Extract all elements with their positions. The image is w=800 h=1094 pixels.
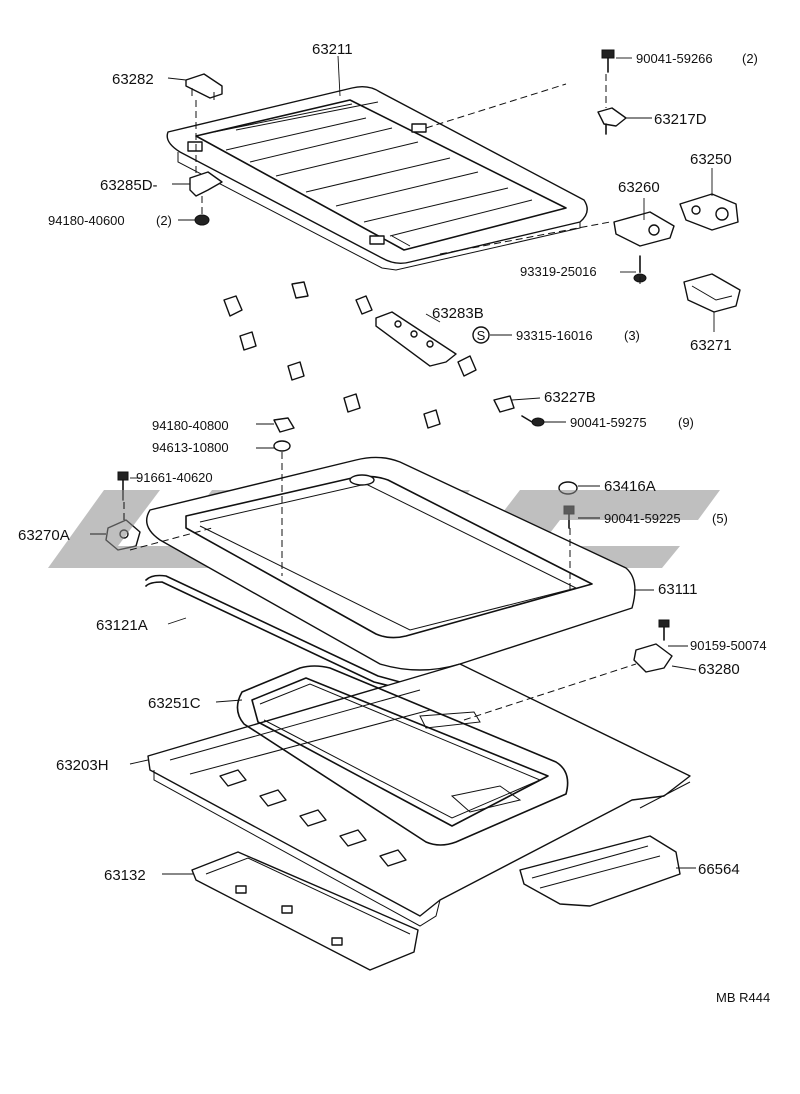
label-90041-59225: 90041-59225: [604, 511, 681, 526]
washer-93315-16016: S: [472, 326, 490, 344]
label-93315-16016: 93315-16016: [516, 328, 593, 343]
label-63227B: 63227B: [544, 389, 596, 406]
label-63285D: 63285D-: [100, 177, 158, 194]
reinforcement-63132: [191, 851, 419, 971]
qty-90041-59225: (5): [712, 511, 728, 526]
label-63270A: 63270A: [18, 527, 70, 544]
part-63282: [185, 73, 223, 100]
label-63283B: 63283B: [432, 305, 484, 322]
assembly-lines: [123, 74, 641, 721]
label-63271: 63271: [690, 337, 732, 354]
label-94180-40800: 94180-40800: [152, 418, 229, 433]
label-63132: 63132: [104, 867, 146, 884]
washer-symbol: S: [477, 328, 486, 343]
label-63203H: 63203H: [56, 757, 109, 774]
label-63260: 63260: [618, 179, 660, 196]
label-94180-40600: 94180-40600: [48, 213, 125, 228]
label-63250: 63250: [690, 151, 732, 168]
sunroof-panel-63211: [166, 85, 588, 271]
qty-90041-59275: (9): [678, 415, 694, 430]
label-93319-25016: 93319-25016: [520, 264, 597, 279]
label-90041-59266: 90041-59266: [636, 51, 713, 66]
label-91661-40620: 91661-40620: [136, 470, 213, 485]
roof-panel-63203H: [147, 663, 691, 927]
diagram-code: MB R444: [716, 990, 770, 1005]
qty-94180-40600: (2): [156, 213, 172, 228]
callout-labels: 63211 63282 90041-59266 (2) 63217D 63250…: [18, 41, 770, 1005]
rail-63283B: [375, 311, 457, 367]
rail-66564: [519, 835, 681, 907]
washer-94613-10800: [273, 440, 291, 452]
part-63217D: [597, 107, 627, 135]
leader-lines: [90, 55, 715, 875]
label-63111: 63111: [658, 581, 698, 598]
label-63121A: 63121A: [96, 617, 148, 634]
qty-93315-16016: (3): [624, 328, 640, 343]
part-63250: [679, 193, 739, 231]
part-63260: [613, 211, 675, 247]
bolt-90041-59266: [601, 49, 615, 73]
part-63271: [683, 273, 741, 313]
label-90041-59275: 90041-59275: [570, 415, 647, 430]
seal-63121A: [145, 574, 401, 689]
label-66564: 66564: [698, 861, 740, 878]
label-63217D: 63217D: [654, 111, 707, 128]
label-63282: 63282: [112, 71, 154, 88]
label-90159-50074: 90159-50074: [690, 638, 767, 653]
connector-63280: [633, 619, 673, 673]
clip-group: [223, 281, 515, 429]
label-63211: 63211: [312, 41, 353, 58]
label-63251C: 63251C: [148, 695, 201, 712]
nut-94180-40600: [194, 214, 210, 226]
part-63285D: [189, 171, 223, 197]
frame-63251C: [236, 665, 569, 846]
nut-94180-40800: [273, 417, 295, 433]
qty-90041-59266: (2): [742, 51, 758, 66]
label-63280: 63280: [698, 661, 740, 678]
bolt-90041-59275: [521, 415, 545, 427]
label-63416A: 63416A: [604, 478, 656, 495]
label-94613-10800: 94613-10800: [152, 440, 229, 455]
